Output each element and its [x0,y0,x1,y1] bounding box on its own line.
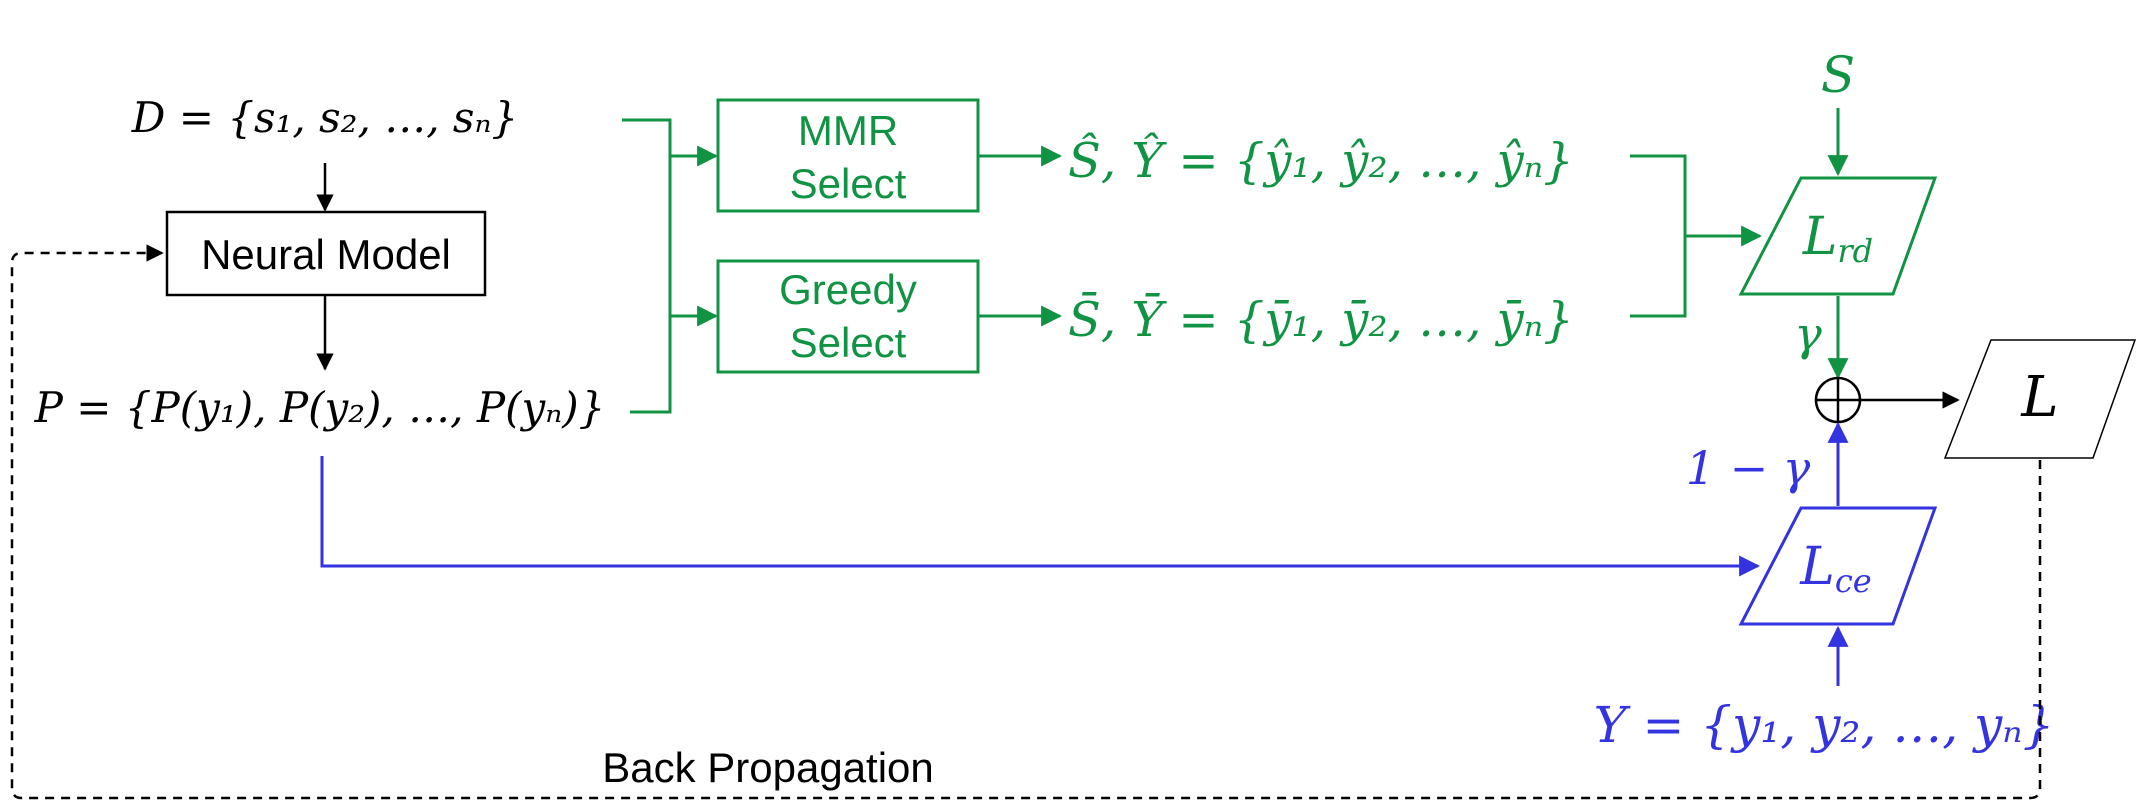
mmr-select-label-line2: Select [790,160,907,207]
prob-set-label: P = {P(y₁), P(y₂), …, P(yₙ)} [34,383,606,432]
labels-set-label: Y = {y₁, y₂, …, yₙ} [1594,696,2055,754]
doc-set-label: D = {s₁, s₂, …, sₙ} [131,93,518,142]
loss-ce-symbol: Lce [1799,537,1871,600]
greedy-select-label-line2: Select [790,319,907,366]
mmr-output-label: Ŝ, Ŷ = {ŷ₁, ŷ₂, …, ŷₙ} [1068,131,1574,189]
reference-summary-label: S [1821,46,1855,104]
splitter-bracket [622,118,672,414]
back-propagation-label: Back Propagation [602,744,934,791]
loss-ce-box [1738,506,1938,626]
loss-total-box [1943,339,2137,459]
merge-bracket [1630,154,1687,318]
neural-model-label: Neural Model [201,231,451,278]
loss-total-label: L [2020,365,2058,430]
greedy-select-label-line1: Greedy [779,266,917,313]
mmr-select-label-line1: MMR [798,107,898,154]
loss-rd-symbol: Lrd [1802,207,1873,270]
mmr-select-box [716,98,980,213]
one-minus-gamma-label: 1 − γ [1686,441,1811,495]
prob-to-loss-ce-line [320,456,1761,577]
greedy-output-label: S̄, Ȳ = {ȳ₁, ȳ₂, …, ȳₙ} [1068,290,1574,348]
loss-rd-box [1738,176,1938,296]
neural-model-box [165,210,487,297]
greedy-select-box [716,259,980,374]
gamma-weight-label: γ [1794,307,1822,361]
back-propagation-loop [10,244,2042,800]
